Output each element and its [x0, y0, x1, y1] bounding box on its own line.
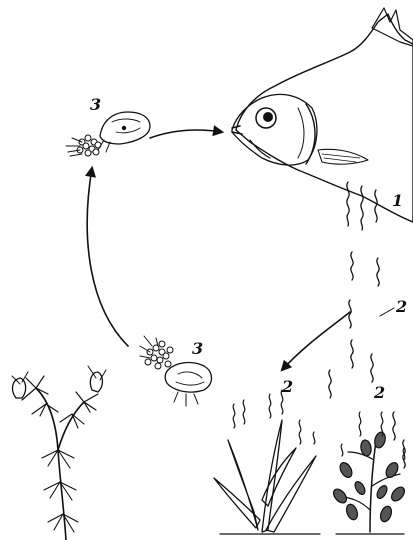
label-carp: 1: [392, 191, 403, 210]
label-cyst-bottom: 3: [192, 339, 203, 358]
label-cyst-top: 3: [90, 95, 101, 114]
plant-right: [331, 412, 407, 534]
plant-left: [12, 366, 106, 540]
carp-fish: [232, 8, 413, 230]
arrow-worms-to-plant: [282, 312, 350, 370]
arrow-cyst-up: [87, 168, 128, 346]
cyst-top: [66, 112, 150, 156]
label-worms-right-plant: 2: [373, 383, 385, 402]
plant-middle: [214, 390, 320, 534]
label-worms-top: 2: [395, 297, 407, 316]
label-worms-left-plant: 2: [281, 377, 293, 396]
free-worms-group: [329, 252, 405, 468]
arrow-cyst-to-fish: [150, 130, 222, 138]
